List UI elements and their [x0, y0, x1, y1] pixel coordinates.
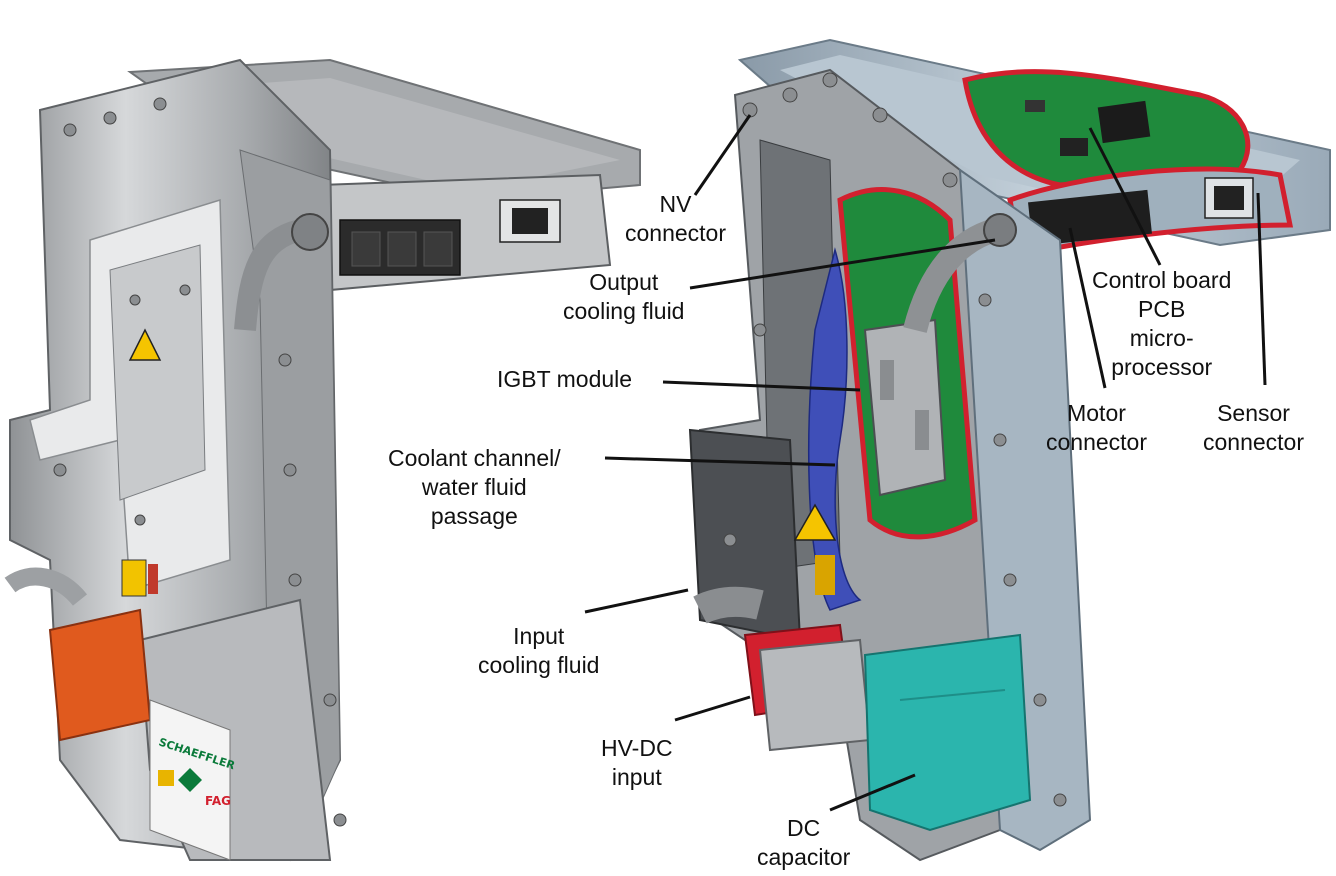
label-nv-connector-line1: NV	[659, 191, 692, 217]
label-igbt-line1: IGBT module	[497, 366, 633, 392]
leader-input-cooling	[584, 588, 689, 614]
dc-capacitor	[863, 633, 1032, 832]
label-motor-connector-line2: connector	[1046, 429, 1148, 455]
label-dc-capacitor-line2: capacitor	[757, 844, 851, 870]
label-motor-connector-line1: Motor	[1067, 400, 1126, 426]
label-motor-connector: Motor connector	[1046, 399, 1147, 457]
motor-connector	[1028, 189, 1152, 247]
label-hvdc-input-line1: HV-DC	[601, 735, 673, 761]
label-control-board-line1: Control board	[1092, 267, 1232, 293]
label-nv-connector: NV connector	[625, 190, 726, 248]
label-hvdc-input: HV-DC input	[601, 734, 673, 792]
label-dc-capacitor-line1: DC	[787, 815, 821, 841]
leader-coolant-channel	[604, 456, 836, 467]
label-sensor-connector-line2: connector	[1203, 429, 1305, 455]
assembled-inverter: SCHAEFFLER FAG	[4, 58, 641, 862]
label-coolant-channel: Coolant channel/ water fluid passage	[388, 444, 561, 531]
leader-hvdc-input	[674, 695, 751, 722]
label-output-cooling-line2: cooling fluid	[563, 298, 685, 324]
label-control-board-line4: processor	[1111, 354, 1213, 380]
leader-igbt	[662, 380, 861, 392]
label-control-board-line2: PCB	[1138, 296, 1186, 322]
label-input-cooling-line1: Input	[513, 623, 565, 649]
label-coolant-channel-line2: water fluid	[421, 474, 527, 500]
leader-nv-connector	[693, 114, 752, 196]
label-nv-connector-line2: connector	[625, 220, 727, 246]
label-sensor-connector-line1: Sensor	[1217, 400, 1290, 426]
leader-control-board	[1088, 127, 1162, 266]
microprocessor-chip	[1097, 100, 1151, 144]
label-dc-capacitor: DC capacitor	[757, 814, 850, 872]
label-output-cooling: Output cooling fluid	[563, 268, 684, 326]
input-cooling-pipe	[693, 586, 764, 624]
warning-icon	[128, 328, 162, 361]
label-control-board-line3: micro-	[1129, 325, 1194, 351]
label-output-cooling-line1: Output	[589, 269, 659, 295]
cutaway-inverter	[688, 38, 1331, 862]
label-sensor-connector: Sensor connector	[1203, 399, 1304, 457]
label-coolant-channel-line1: Coolant channel/	[388, 445, 561, 471]
leader-lines	[584, 114, 1267, 812]
label-input-cooling-line2: cooling fluid	[478, 652, 600, 678]
leader-dc-capacitor	[829, 773, 916, 812]
leader-output-cooling	[689, 238, 996, 290]
leader-sensor-connector	[1256, 192, 1267, 386]
igbt-module	[863, 318, 947, 497]
label-control-board: Control board PCB micro- processor	[1092, 266, 1231, 382]
brand-fag: FAG	[205, 794, 231, 808]
leader-motor-connector	[1068, 227, 1107, 389]
left-hv-connector	[48, 608, 152, 742]
label-igbt: IGBT module	[497, 365, 632, 394]
label-coolant-channel-line3: passage	[430, 503, 518, 529]
left-cooling-hose	[234, 219, 304, 331]
label-input-cooling: Input cooling fluid	[478, 622, 599, 680]
label-hvdc-input-line2: input	[611, 764, 662, 790]
